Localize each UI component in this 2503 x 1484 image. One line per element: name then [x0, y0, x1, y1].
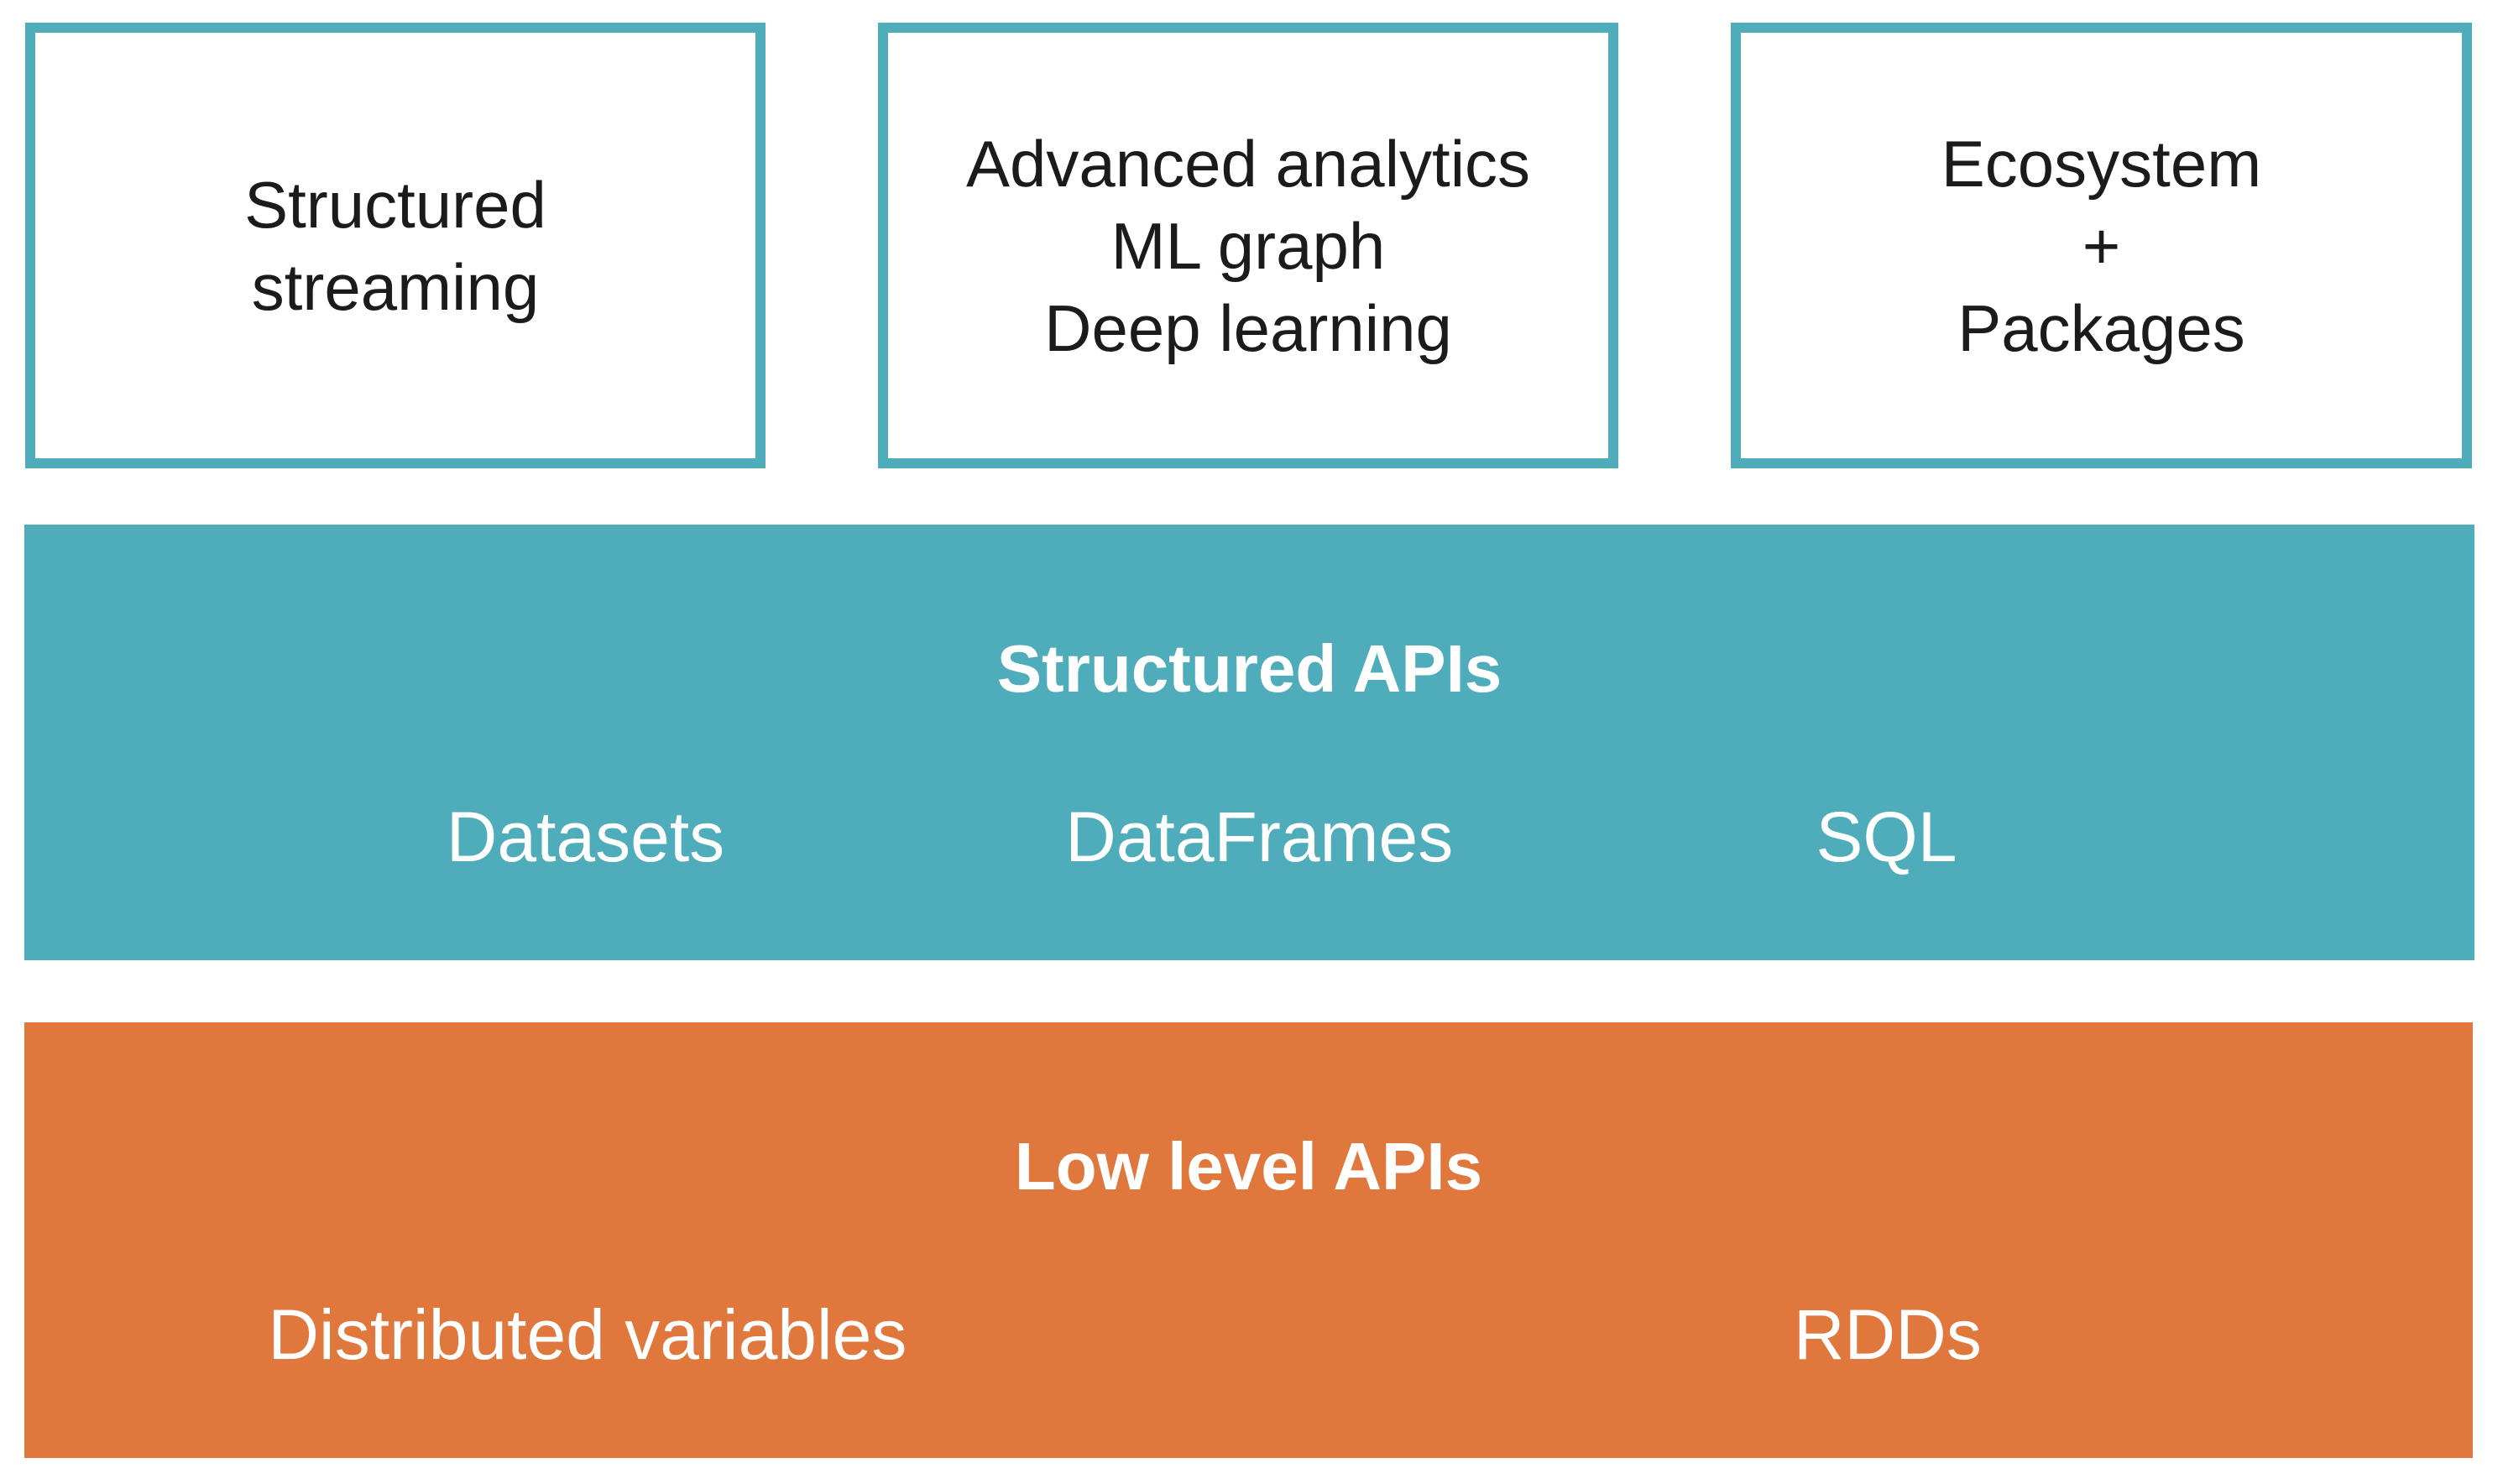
box-line: Packages — [1957, 290, 2245, 365]
box-line: ML graph — [1110, 208, 1386, 283]
band-item-dataframes: DataFrames — [1065, 797, 1454, 876]
low-level-apis-band: Low level APIs Distributed variables RDD… — [24, 1022, 2473, 1458]
box-line: + — [2082, 208, 2121, 283]
band-item-datasets: Datasets — [446, 797, 725, 876]
box-line: Ecosystem — [1941, 126, 2262, 201]
band-item-distributed-variables: Distributed variables — [268, 1295, 907, 1374]
box-line: Advanced analytics — [965, 126, 1531, 201]
band-item-rdds: RDDs — [1793, 1295, 1982, 1374]
box-line: Deep learning — [1044, 290, 1452, 365]
box-advanced-analytics: Advanced analytics ML graph Deep learnin… — [878, 23, 1618, 468]
box-structured-streaming: Structured streaming — [25, 23, 766, 468]
structured-apis-band: Structured APIs Datasets DataFrames SQL — [24, 525, 2474, 960]
band-item-sql: SQL — [1816, 797, 1957, 876]
structured-apis-band-title: Structured APIs — [996, 631, 1502, 706]
box-ecosystem-packages: Ecosystem + Packages — [1731, 23, 2472, 468]
box-advanced-analytics-text: Advanced analytics ML graph Deep learnin… — [966, 123, 1530, 369]
box-structured-streaming-text: Structured streaming — [244, 164, 546, 328]
box-line: streaming — [251, 249, 540, 324]
box-ecosystem-packages-text: Ecosystem + Packages — [1941, 123, 2261, 369]
box-line: Structured — [244, 167, 546, 242]
low-level-apis-band-title: Low level APIs — [1014, 1129, 1483, 1204]
